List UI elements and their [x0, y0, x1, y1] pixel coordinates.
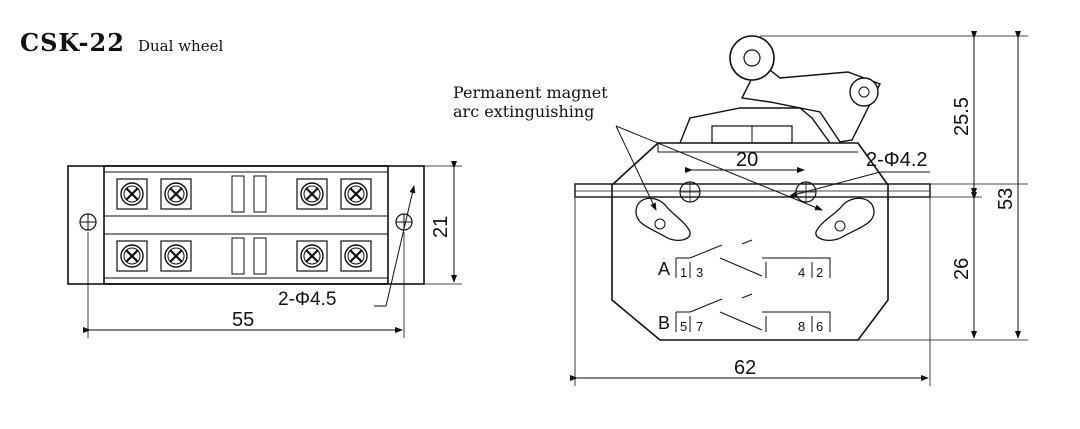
side-hole-label: 2-Φ4.2 — [866, 149, 928, 171]
hole-spacing-label: 20 — [736, 149, 758, 171]
front-height-label: 21 — [430, 216, 452, 238]
slot — [253, 237, 267, 275]
terminal-screw — [159, 239, 193, 273]
lever-height-label: 25.5 — [951, 97, 973, 136]
terminal-number: 7 — [696, 319, 703, 334]
contact-b-label: B — [658, 313, 670, 333]
contact-a-label: A — [658, 259, 670, 279]
terminal-screw — [159, 177, 193, 211]
slot — [231, 175, 245, 213]
center-rib — [103, 215, 389, 235]
terminal-number: 6 — [816, 319, 823, 334]
side-mounting-hole-left — [679, 181, 701, 203]
side-view: Permanent magnet arc extinguishing 20 2-… — [453, 31, 1028, 386]
terminal-screw — [339, 239, 373, 273]
base-plate — [574, 183, 931, 198]
annotation-leader — [615, 125, 657, 211]
annotation-line-2: arc extinguishing — [453, 102, 594, 121]
front-view: 2-Φ4.5 55 21 — [67, 161, 462, 338]
terminal-screw — [339, 177, 373, 211]
total-height-label: 53 — [995, 188, 1017, 210]
hole-label: 2-Φ4.5 — [278, 289, 336, 310]
slot — [253, 175, 267, 213]
terminal-screw — [295, 239, 329, 273]
terminal-number: 8 — [798, 319, 805, 334]
side-width-label: 62 — [734, 357, 756, 379]
roller-wheel-top — [729, 35, 775, 81]
terminal-screw — [115, 239, 149, 273]
terminal-number: 5 — [680, 319, 687, 334]
terminal-number: 4 — [798, 265, 805, 280]
slot — [231, 237, 245, 275]
terminal-number: 1 — [680, 265, 687, 280]
mounting-hole-left — [79, 213, 97, 231]
switch-body — [611, 142, 889, 341]
magnet-pocket-left — [635, 197, 691, 242]
model-subtitle: Dual wheel — [138, 37, 224, 55]
extension-lines — [574, 197, 931, 386]
actuator-block — [679, 107, 831, 144]
annotation-line-1: Permanent magnet — [453, 83, 608, 102]
hole-leader-line — [374, 185, 416, 307]
body-height-label: 26 — [951, 258, 973, 280]
terminal-screw — [115, 177, 149, 211]
terminal-number: 2 — [816, 265, 823, 280]
diagram-title: CSK-22 Dual wheel — [20, 28, 223, 57]
front-width-label: 55 — [232, 309, 254, 331]
magnet-pocket-right — [815, 197, 875, 242]
contact-block-b — [675, 293, 831, 332]
roller-wheel-side — [849, 77, 879, 107]
contact-block-a — [675, 239, 831, 278]
terminal-screw — [295, 177, 329, 211]
extension-lines — [760, 35, 1028, 341]
extension-lines — [87, 232, 405, 338]
hole-label-leader — [789, 171, 930, 198]
model-name: CSK-22 — [20, 28, 125, 57]
terminal-number: 3 — [696, 265, 703, 280]
